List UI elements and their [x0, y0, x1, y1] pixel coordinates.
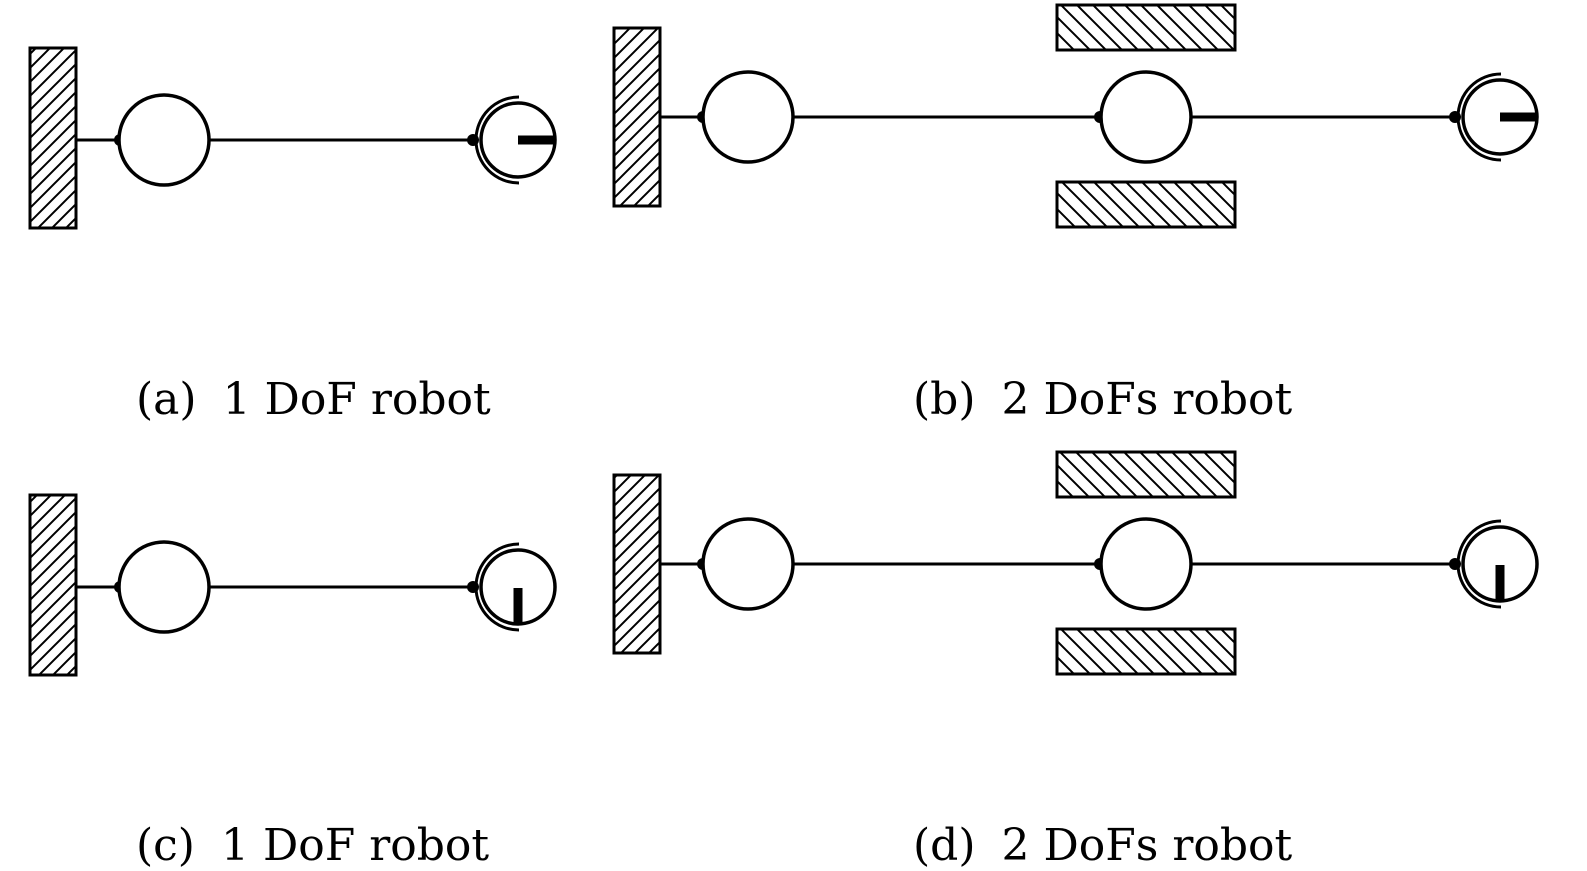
guide-rail-bottom — [1055, 180, 1237, 229]
prismatic-joint — [1099, 70, 1193, 164]
gripper-icon — [1449, 519, 1539, 609]
caption-panel-d: (d)2 DoFs robot — [885, 780, 1292, 868]
revolute-joint — [117, 93, 211, 187]
panel-a-diagram — [28, 46, 557, 230]
prismatic-joint — [1099, 517, 1193, 611]
caption-tag: (a) — [135, 374, 197, 425]
caption-text: 2 DoFs robot — [1001, 374, 1293, 425]
base-wall — [28, 46, 78, 230]
base-wall — [612, 26, 662, 208]
revolute-joint — [117, 540, 211, 634]
caption-panel-c: (c)1 DoF robot — [108, 780, 489, 868]
caption-panel-a: (a) 1 DoF robot — [108, 334, 491, 422]
gripper-icon — [1449, 72, 1539, 162]
caption-tag: (b) — [912, 374, 976, 425]
gripper-icon — [467, 95, 557, 185]
revolute-joint — [701, 70, 795, 164]
robot-diagram-figure — [28, 3, 1539, 677]
base-wall — [28, 493, 78, 677]
base-wall — [612, 473, 662, 655]
panel-c-diagram — [28, 493, 557, 677]
guide-rail-bottom — [1055, 627, 1237, 676]
guide-rail-top — [1055, 3, 1237, 52]
panel-b-diagram — [612, 3, 1539, 229]
revolute-joint — [701, 517, 795, 611]
caption-text: 1 DoF robot — [222, 374, 491, 425]
gripper-icon — [467, 542, 557, 632]
guide-rail-top — [1055, 450, 1237, 499]
panel-d-diagram — [612, 450, 1539, 676]
caption-panel-b: (b) 2 DoFs robot — [885, 334, 1292, 422]
